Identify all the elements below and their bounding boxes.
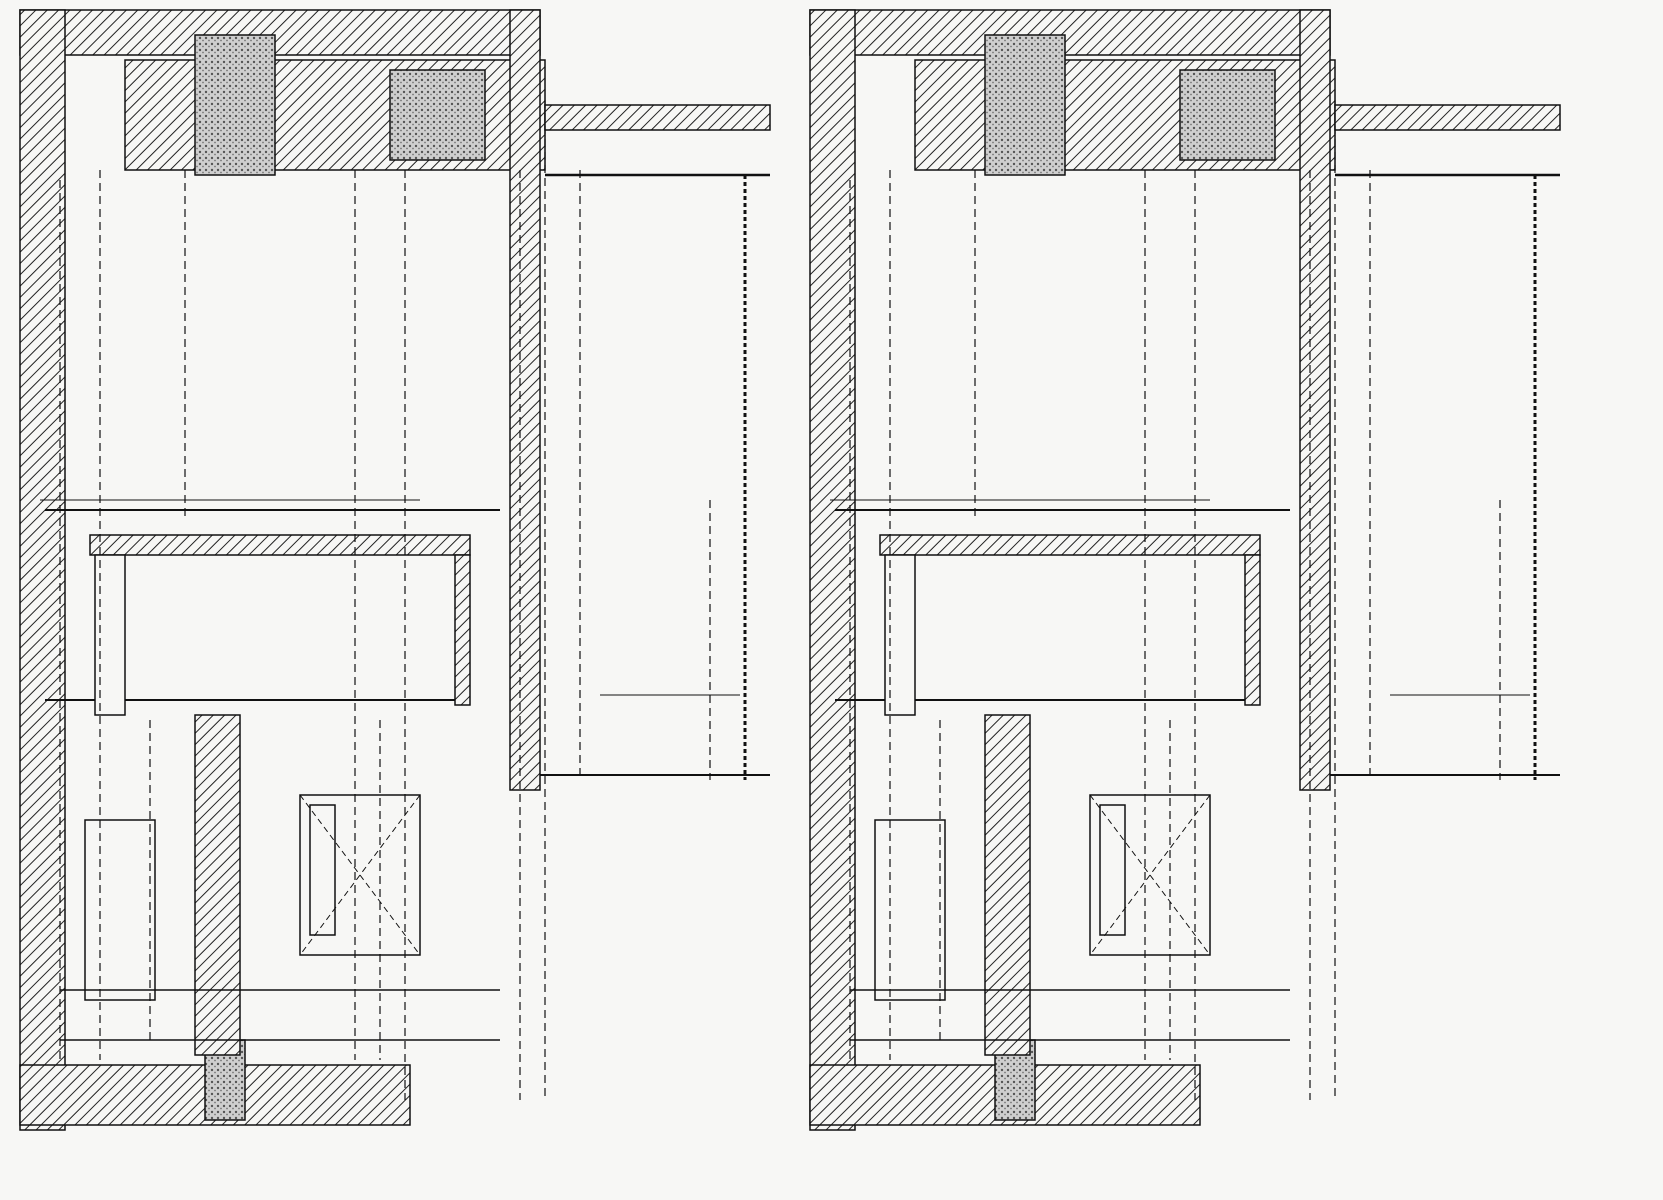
right-wall [1299,9,1331,791]
mid-column-right [454,554,471,706]
window-sash [1099,804,1126,936]
stipple-block-1 [194,34,276,176]
window-diagonal [1089,794,1211,956]
annex-roof [1334,104,1561,131]
plan-sheet-left [19,9,771,1131]
annex-roof [544,104,771,131]
bed-outline [874,819,946,1001]
partition-wall [984,714,1031,1056]
mid-beam [89,534,471,556]
stipple-block-2 [389,69,486,161]
mid-column-left [94,554,126,716]
mid-column-right [1244,554,1261,706]
plan-sheet-right [809,9,1561,1131]
left-wall [19,9,66,1131]
window-frame [299,794,421,956]
window-sash [309,804,336,936]
top-wall [19,9,541,56]
window-frame [1089,794,1211,956]
bed-outline [84,819,156,1001]
window-diagonal [299,794,421,956]
stipple-block-2 [1179,69,1276,161]
top-wall [809,9,1331,56]
right-wall [509,9,541,791]
partition-wall [194,714,241,1056]
stipple-block-1 [984,34,1066,176]
mid-beam [879,534,1261,556]
mid-column-left [884,554,916,716]
left-wall [809,9,856,1131]
